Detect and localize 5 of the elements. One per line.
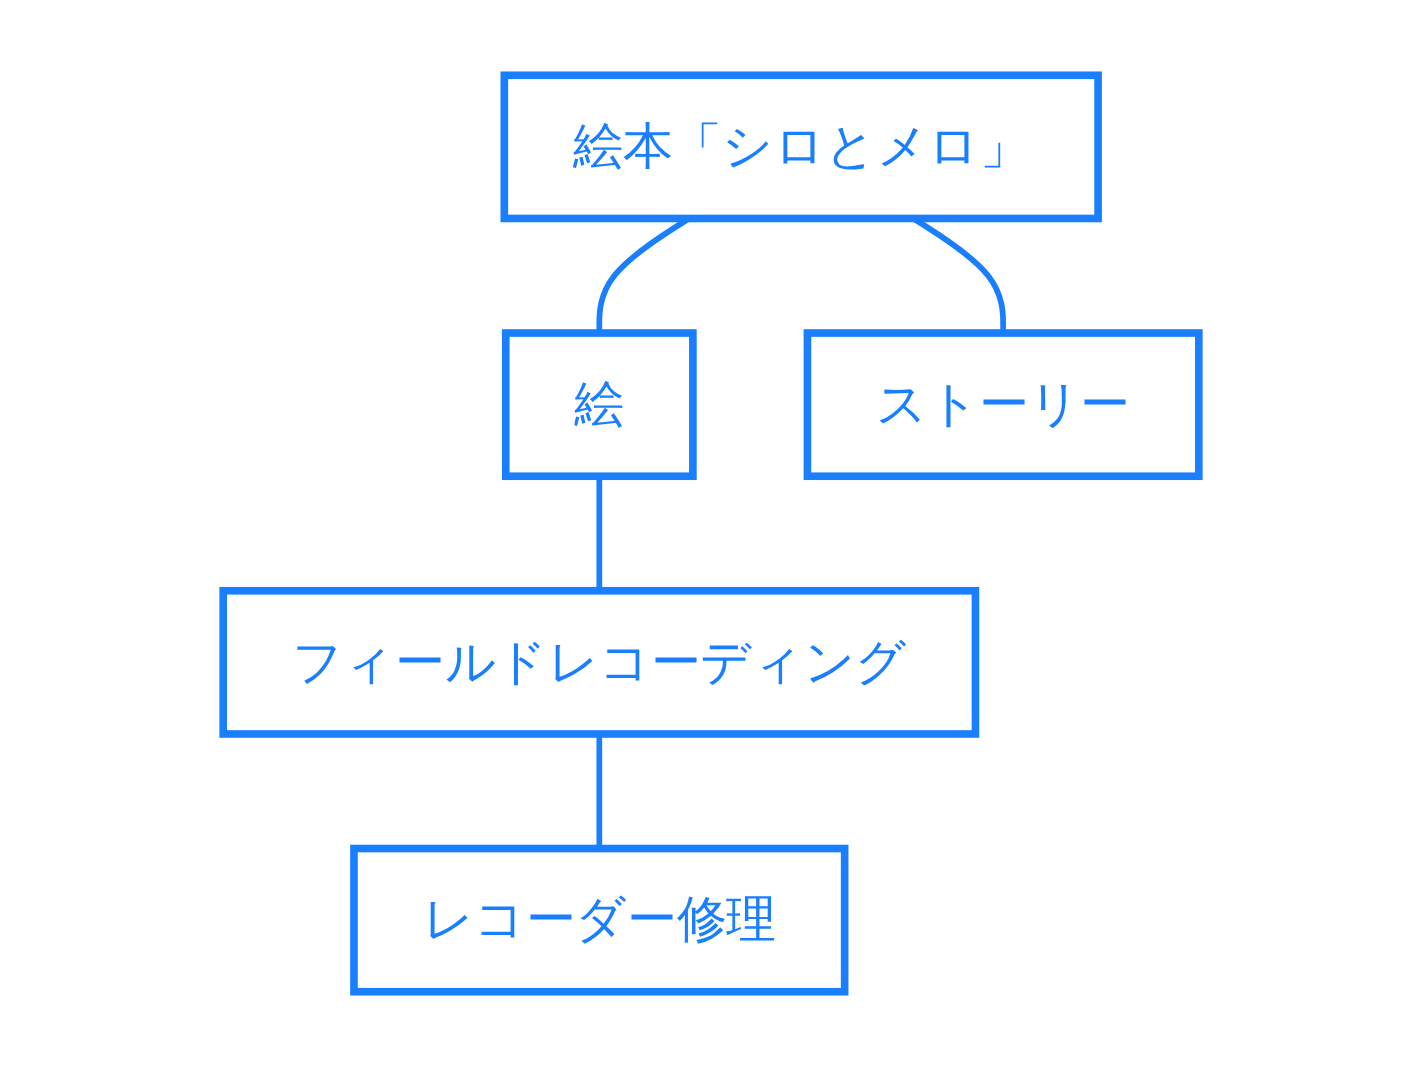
node-box: ストーリー bbox=[803, 329, 1203, 481]
node-box: 絵本「シロとメロ」 bbox=[500, 71, 1102, 223]
node-box: フィールドレコーディング bbox=[219, 586, 980, 738]
node-box: レコーダー修理 bbox=[350, 844, 849, 996]
node-box: 絵 bbox=[501, 329, 697, 481]
